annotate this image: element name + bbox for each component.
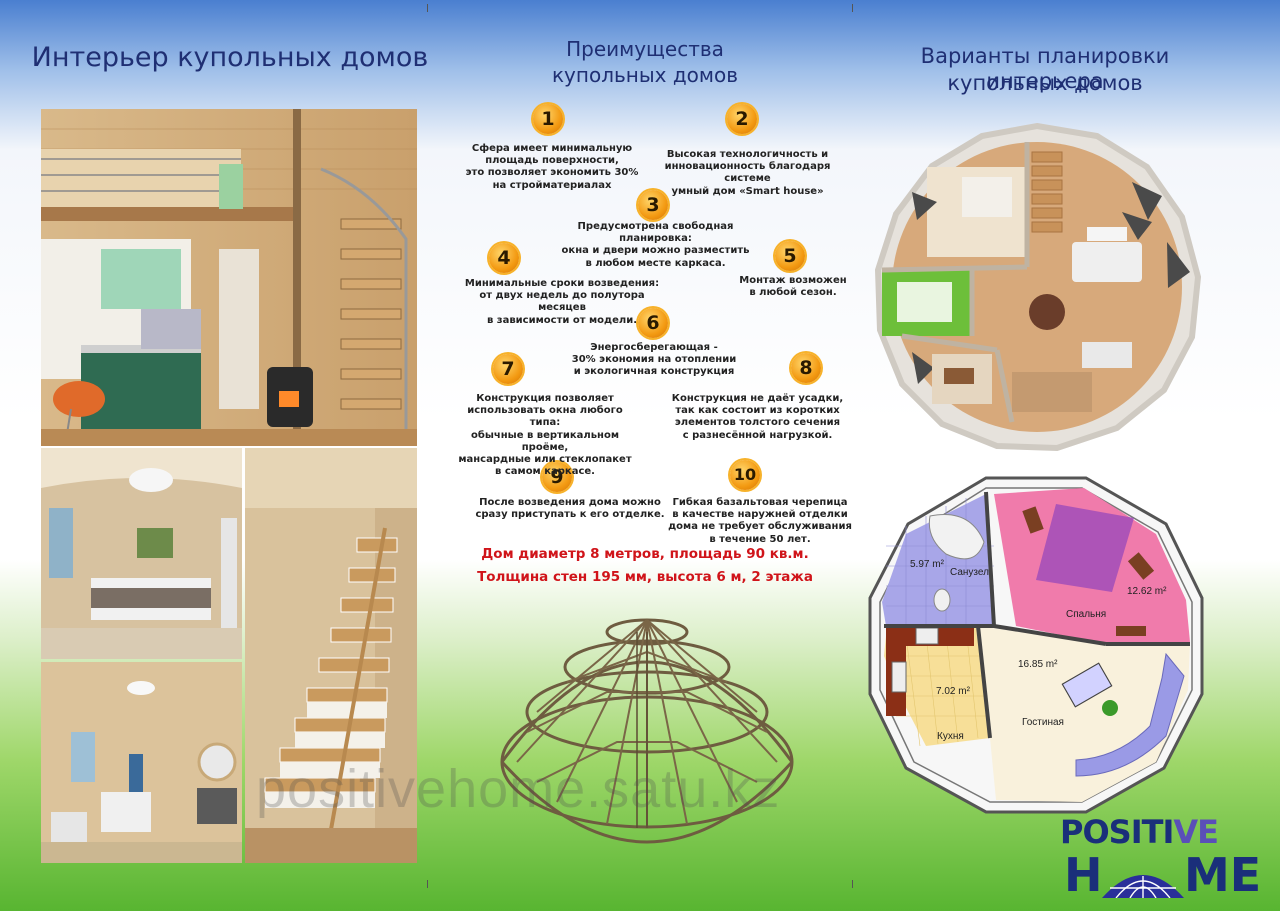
bathroom-area-label: 5.97 m²	[910, 559, 944, 570]
feature-badge-3: 3	[638, 190, 668, 220]
middle-panel-title-line1: Преимущества	[566, 37, 724, 61]
kitchen-name-label: Кухня	[937, 731, 964, 742]
bathroom-name-label: Санузел	[950, 567, 989, 578]
logo-me-text: ME	[1184, 848, 1262, 902]
feature-text-1: Сфера имеет минимальную площадь поверхно…	[465, 143, 639, 191]
fold-mark	[427, 4, 428, 12]
living-area-label: 16.85 m²	[1018, 659, 1058, 670]
feature-badge-7: 7	[493, 354, 523, 384]
bedroom-photo	[41, 448, 242, 659]
feature-text-5: Монтаж возможен в любой сезон.	[739, 275, 847, 299]
feature-badge-6: 6	[638, 308, 668, 338]
spec-line-1: Дом диаметр 8 метров, площадь 90 кв.м.	[481, 546, 809, 562]
right-panel-title-line2: купольных домов	[947, 71, 1143, 95]
spec-line-2: Толщина стен 195 мм, высота 6 м, 2 этажа	[477, 569, 813, 585]
dome-frame-illustration	[497, 592, 797, 862]
feature-badge-5: 5	[775, 241, 805, 271]
logo-dome-icon	[1102, 875, 1184, 898]
feature-badge-1: 1	[533, 104, 563, 134]
feature-badge-9: 9	[542, 462, 572, 492]
kitchen-area-label: 7.02 m²	[936, 686, 970, 697]
living-name-label: Гостиная	[1022, 717, 1064, 728]
3d-floor-plan	[872, 122, 1202, 452]
feature-text-6: Энергосберегающая - 30% экономия на отоп…	[571, 342, 737, 378]
left-panel-title: Интерьер купольных домов	[31, 42, 429, 73]
feature-text-7: Конструкция позволяет использовать окна …	[458, 393, 632, 478]
logo-ve-text: VE	[1173, 813, 1219, 851]
feature-text-4: Минимальные сроки возведения: от двух не…	[464, 278, 660, 326]
kitchen-loft-photo	[41, 109, 417, 446]
feature-badge-10: 10	[730, 460, 760, 490]
bedroom-name-label: Спальня	[1066, 609, 1107, 620]
fold-mark	[852, 4, 853, 12]
middle-panel-title-line2: купольных домов	[551, 63, 739, 87]
feature-text-9: После возведения дома можно сразу присту…	[475, 497, 665, 521]
positive-home-logo: POSITIVE H ME	[1060, 813, 1261, 898]
right-panel-title-line1: Варианты планировки интерьера	[920, 44, 1170, 94]
bedroom-area-label: 12.62 m²	[1127, 586, 1167, 597]
feature-badge-2: 2	[727, 104, 757, 134]
staircase-photo	[245, 448, 417, 863]
feature-text-8: Конструкция не даёт усадки, так как сост…	[671, 393, 844, 441]
logo-h-text: H	[1064, 848, 1103, 902]
feature-badge-8: 8	[791, 353, 821, 383]
2d-floor-plan	[866, 476, 1206, 816]
bathroom-photo	[41, 662, 242, 863]
fold-mark	[427, 880, 428, 888]
logo-positi-text: POSITI	[1060, 813, 1174, 851]
feature-text-3: Предусмотрена свободная планировка: окна…	[561, 221, 750, 269]
feature-text-10: Гибкая базальтовая черепица в качестве н…	[668, 497, 852, 545]
watermark: positivehome.satu.kz	[256, 759, 781, 819]
feature-badge-4: 4	[489, 243, 519, 273]
feature-text-2: Высокая технологичность и инновационност…	[664, 149, 831, 197]
fold-mark	[852, 880, 853, 888]
